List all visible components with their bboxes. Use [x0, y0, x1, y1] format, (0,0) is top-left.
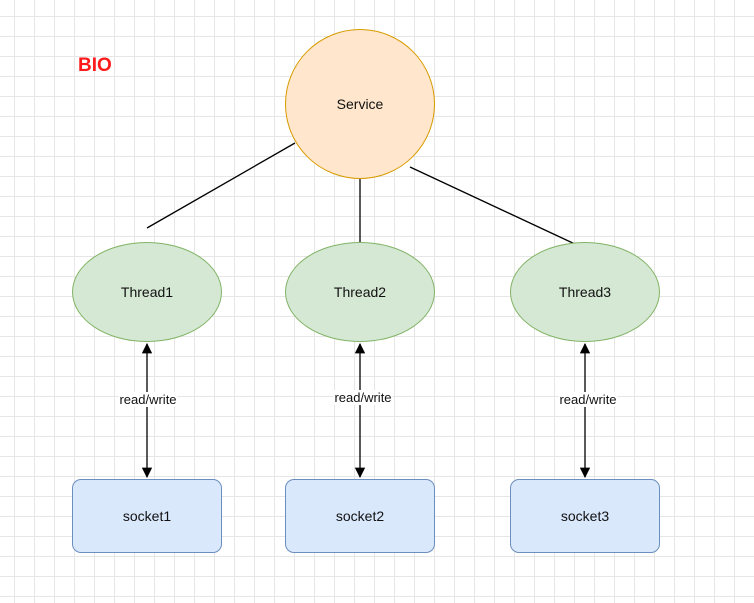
thread1-label: Thread1	[120, 284, 174, 300]
edge-label-read-write-3: read/write	[558, 392, 618, 407]
thread1-node[interactable]: Thread1	[72, 242, 222, 342]
edge-label-read-write-2: read/write	[333, 390, 393, 405]
socket3-label: socket3	[560, 508, 610, 524]
thread3-label: Thread3	[558, 284, 612, 300]
socket1-node[interactable]: socket1	[72, 479, 222, 553]
socket2-node[interactable]: socket2	[285, 479, 435, 553]
edge-label-read-write-1: read/write	[118, 392, 178, 407]
socket2-label: socket2	[335, 508, 385, 524]
service-label: Service	[336, 96, 384, 112]
thread2-node[interactable]: Thread2	[285, 242, 435, 342]
diagram-title: BIO	[78, 55, 112, 76]
thread3-node[interactable]: Thread3	[510, 242, 660, 342]
edge-service-thread1	[146, 142, 296, 229]
socket1-label: socket1	[122, 508, 172, 524]
thread2-label: Thread2	[333, 284, 387, 300]
socket3-node[interactable]: socket3	[510, 479, 660, 553]
edge-service-thread3	[409, 166, 578, 246]
service-node[interactable]: Service	[285, 29, 435, 179]
